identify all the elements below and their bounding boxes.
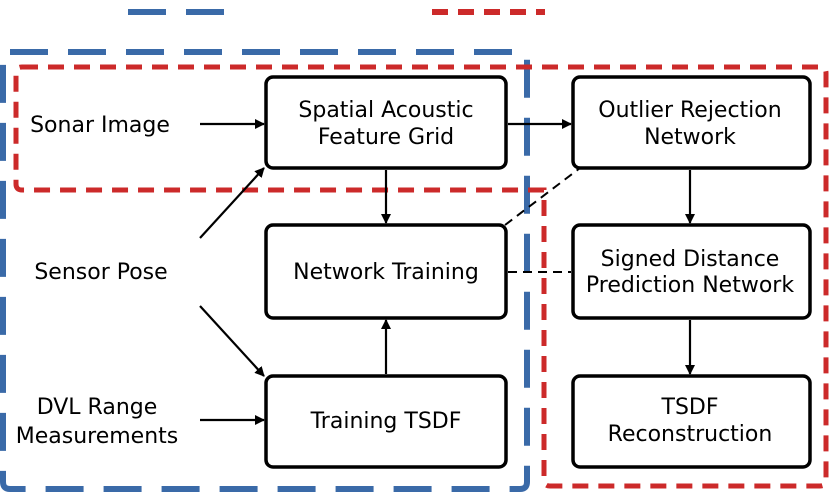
blue-group-outline bbox=[0, 49, 530, 492]
network-training-box: Network Training bbox=[264, 223, 508, 320]
outlier-line-2: Network bbox=[644, 125, 736, 150]
red-group-outline bbox=[13, 64, 829, 489]
arrow-pose-to-grid bbox=[199, 167, 265, 239]
network-training-label: Network Training bbox=[293, 260, 479, 285]
input-dvl-range: DVL Range bbox=[37, 395, 158, 420]
dashed-link-training-outlier bbox=[504, 167, 581, 226]
tsdf-reconstruction-line-2: Reconstruction bbox=[608, 422, 773, 447]
input-dvl-measurements: Measurements bbox=[16, 424, 179, 449]
spatial-acoustic-feature-grid-box: Spatial Acoustic Feature Grid bbox=[264, 75, 508, 170]
outlier-line-1: Outlier Rejection bbox=[598, 98, 781, 123]
spatial-grid-line-1: Spatial Acoustic bbox=[298, 98, 473, 123]
input-sonar-image: Sonar Image bbox=[30, 113, 170, 138]
training-tsdf-label: Training TSDF bbox=[310, 409, 462, 434]
signed-distance-prediction-network-box: Signed Distance Prediction Network bbox=[571, 223, 812, 320]
arrow-pose-to-training-tsdf bbox=[199, 305, 265, 377]
training-tsdf-box: Training TSDF bbox=[264, 374, 508, 469]
tsdf-reconstruction-box: TSDF Reconstruction bbox=[571, 374, 812, 469]
signed-distance-line-1: Signed Distance bbox=[601, 247, 780, 272]
input-sensor-pose: Sensor Pose bbox=[34, 260, 167, 285]
spatial-grid-line-2: Feature Grid bbox=[318, 125, 454, 150]
tsdf-reconstruction-line-1: TSDF bbox=[661, 395, 719, 420]
outlier-rejection-network-box: Outlier Rejection Network bbox=[571, 75, 812, 170]
signed-distance-line-2: Prediction Network bbox=[586, 273, 794, 298]
